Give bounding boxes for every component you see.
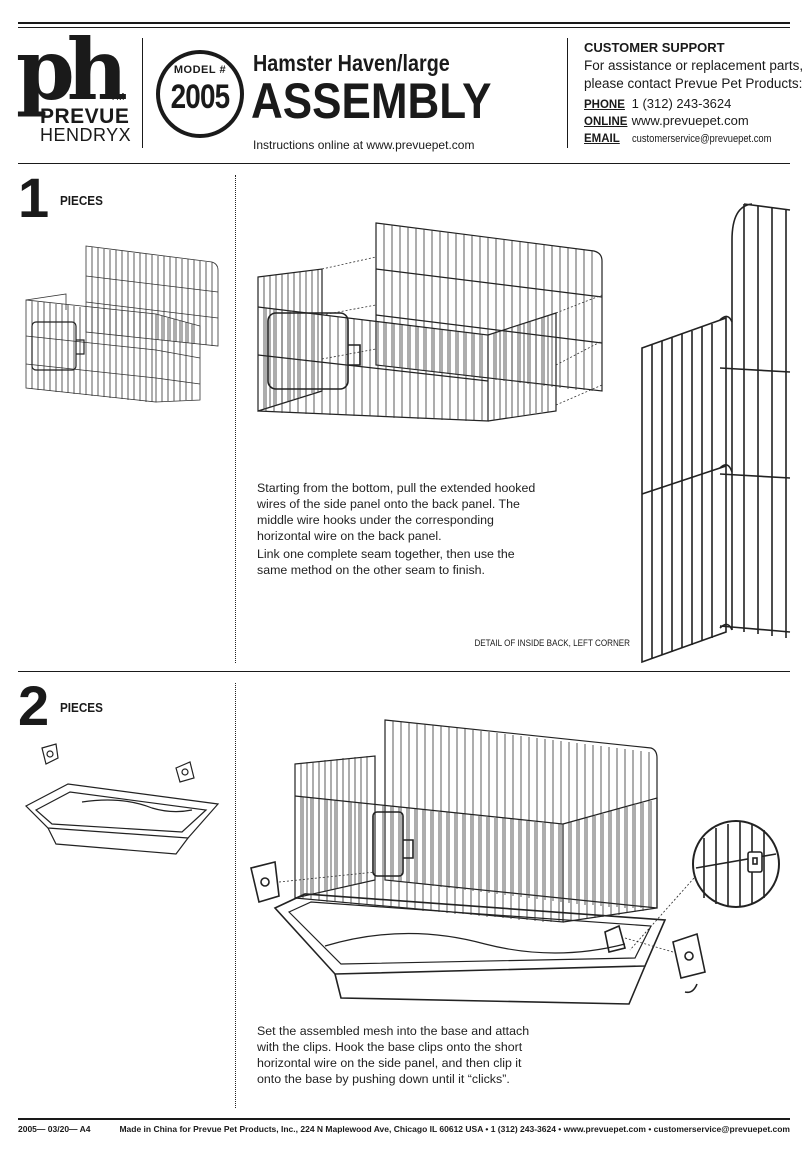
online-label: ONLINE [584, 116, 628, 128]
page-title: ASSEMBLY [251, 73, 492, 129]
step-1-label: PIECES [60, 193, 103, 208]
step-1-instructions: Starting from the bottom, pull the exten… [257, 480, 547, 578]
clip-right-exploded [672, 932, 706, 994]
email-label: EMAIL [584, 133, 620, 145]
clip-left-attached [250, 861, 280, 904]
top-rule-thick [18, 22, 790, 24]
step-2-assembled-cage [250, 719, 706, 1005]
model-label: MODEL # [173, 64, 227, 76]
email-link[interactable]: customerservice@prevuepet.com [631, 133, 772, 145]
step-1-paragraph-1: Starting from the bottom, pull the exten… [257, 481, 536, 543]
header-divider-1 [142, 38, 143, 148]
base-tray-small [24, 783, 220, 855]
logo-name-top: PREVUE [40, 105, 130, 128]
document-code: 2005— 03/20— A4 [18, 1124, 91, 1134]
header-divider-2 [567, 38, 568, 148]
step-1-corner-detail [641, 203, 791, 664]
step-2-label: PIECES [60, 700, 103, 715]
clip-right-attached [604, 924, 626, 953]
clip-right-small [175, 761, 195, 783]
header-bottom-rule [18, 163, 790, 164]
top-rule-thin [18, 27, 790, 28]
step-1-divider [235, 175, 236, 663]
support-email-row: EMAIL customerservice@prevuepet.com [584, 130, 796, 145]
clip-left-small [41, 743, 59, 765]
logo-tm: TM [110, 92, 125, 103]
logo-mark: ph [16, 20, 128, 119]
online-instructions-note: Instructions online at www.prevuepet.com [253, 138, 475, 152]
step-2-clip-detail [629, 820, 780, 951]
online-link[interactable]: www.prevuepet.com [631, 113, 749, 128]
footer-rule [18, 1118, 790, 1120]
support-phone-row: PHONE 1 (312) 243-3624 [584, 96, 731, 111]
model-badge: MODEL # 2005 [156, 50, 244, 138]
support-online-row: ONLINE www.prevuepet.com [584, 113, 749, 128]
back-panel-small [85, 245, 219, 347]
box-panels-small [25, 293, 201, 403]
logo-name-bottom: HENDRYX [40, 125, 132, 145]
support-line-1: For assistance or replacement parts, [584, 58, 804, 73]
support-line-2: please contact Prevue Pet Products: [584, 76, 803, 91]
step-2-divider [235, 683, 236, 1108]
prevue-hendryx-logo: ph TM PREVUE HENDRYX [16, 28, 132, 146]
step-divider-rule [18, 671, 790, 672]
product-name: Hamster Haven/large [253, 50, 450, 76]
model-number: 2005 [170, 78, 231, 116]
phone-label: PHONE [584, 99, 625, 111]
footer-contact: Made in China for Prevue Pet Products, I… [119, 1124, 790, 1134]
step-2-instructions: Set the assembled mesh into the base and… [257, 1024, 530, 1086]
detail-caption: DETAIL OF INSIDE BACK, LEFT CORNER [474, 638, 630, 649]
phone-value[interactable]: 1 (312) 243-3624 [631, 96, 732, 111]
step-1-exploded-cage [257, 222, 603, 422]
step-1-pieces-illustration [25, 245, 219, 403]
support-title: CUSTOMER SUPPORT [584, 40, 725, 55]
step-1-number: 1 [18, 166, 50, 229]
step-2-pieces-illustration [24, 743, 220, 855]
step-2-number: 2 [18, 674, 50, 737]
step-1-paragraph-2: Link one complete seam together, then us… [257, 547, 515, 577]
support-intro: For assistance or replacement parts, ple… [584, 57, 803, 93]
